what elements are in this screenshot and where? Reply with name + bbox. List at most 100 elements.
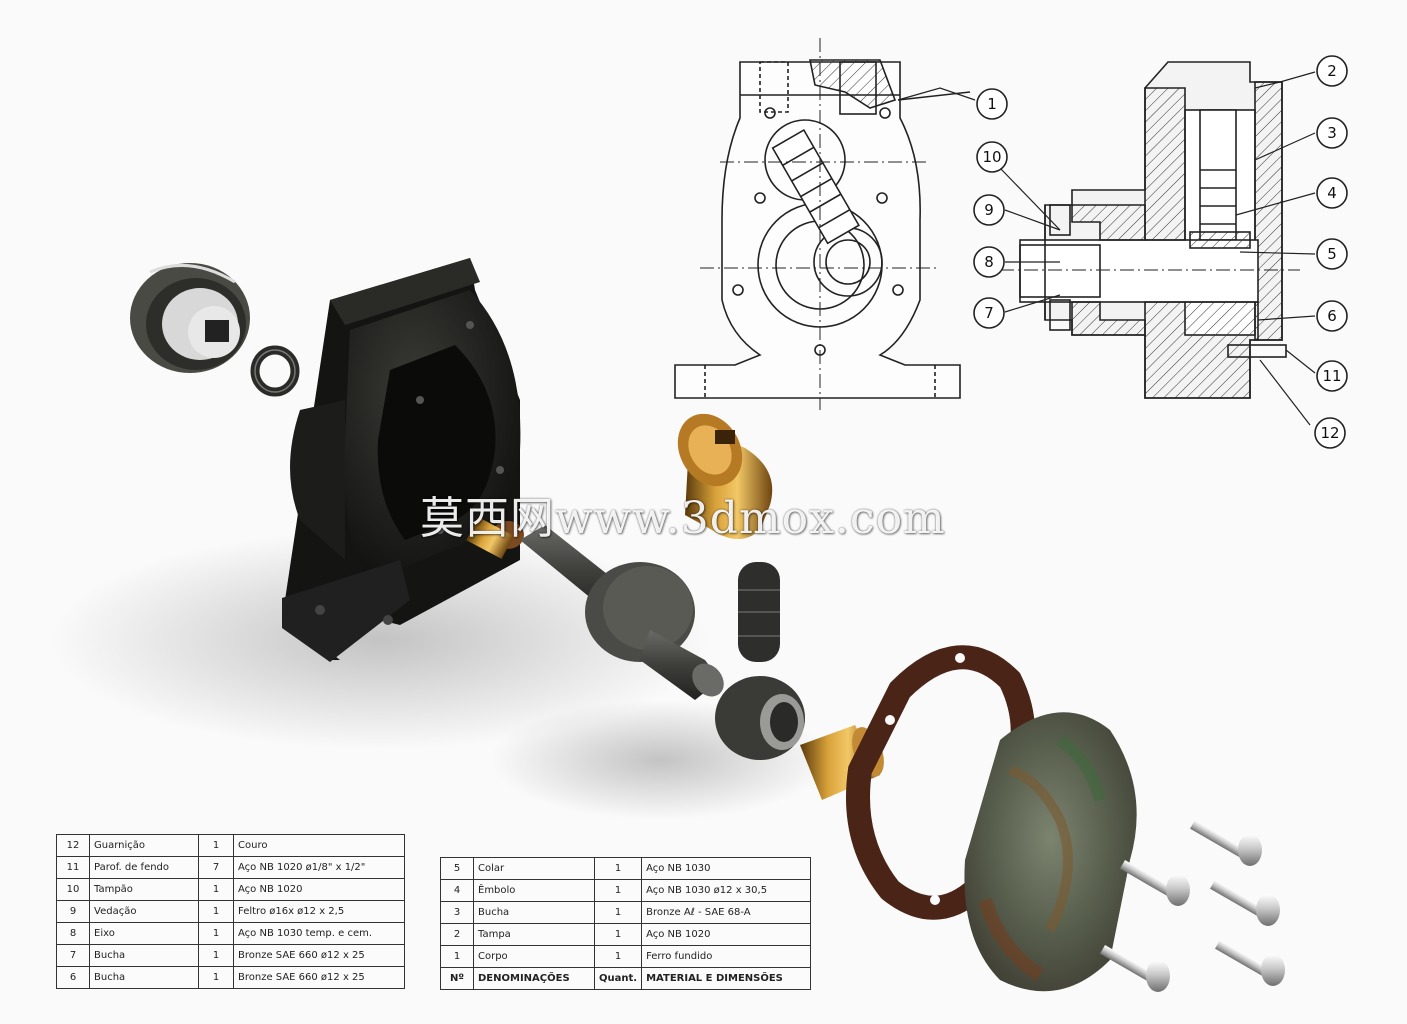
cell-qty: 1 [593,923,643,946]
svg-text:2: 2 [1327,62,1337,80]
collar [715,676,805,760]
cell-name: Eixo [89,922,199,945]
pump-body [282,258,521,662]
cell-no: 3 [440,901,474,924]
seal-ring [250,345,300,397]
callout-4: 4 [1316,177,1348,209]
cell-material: Aço NB 1030 [641,857,812,880]
piston [738,562,780,662]
cell-name: Êmbolo [473,879,595,902]
side-section-view [1000,61,1300,399]
cell-no: 2 [440,923,474,946]
svg-text:9: 9 [984,201,994,219]
callout-9: 9 [973,194,1005,226]
cell-name: Corpo [473,945,595,968]
callout-12: 12 [1314,417,1346,449]
cell-qty: 7 [198,856,234,879]
callout-5: 5 [1316,238,1348,270]
screw-1 [1190,820,1262,866]
cell-name: Vedação [89,900,199,923]
cell-qty: 1 [198,922,234,945]
svg-text:8: 8 [984,253,994,271]
shaft-crank [520,525,724,700]
cell-no: 5 [440,857,474,880]
bushing-large [677,413,773,539]
cell-name: Bucha [89,944,199,967]
cell-material: Feltro ø16x ø12 x 2,5 [233,900,405,923]
callout-3: 3 [1316,117,1348,149]
cell-no: 11 [56,856,90,879]
cell-no: 7 [56,944,90,967]
callout-1: 1 [976,88,1008,120]
svg-text:12: 12 [1320,424,1339,442]
cell-material: Aço NB 1030 ø12 x 30,5 [641,879,812,902]
screw-5 [1215,940,1285,986]
cell-qty: 1 [593,945,643,968]
cell-material: Aço NB 1020 ø1/8" x 1/2" [233,856,405,879]
cell-material: Ferro fundido [641,945,812,968]
svg-text:3: 3 [1327,124,1337,142]
svg-text:1: 1 [987,95,997,113]
cell-no: 12 [56,834,90,857]
svg-text:7: 7 [984,304,994,322]
callout-2: 2 [1316,55,1348,87]
cell-name: Bucha [89,966,199,989]
svg-text:10: 10 [982,148,1001,166]
cell-material: Aço NB 1020 [641,923,812,946]
cell-qty: 1 [198,944,234,967]
callout-7: 7 [973,297,1005,329]
cell-qty: 1 [593,857,643,880]
cell-material: Bronze SAE 660 ø12 x 25 [233,966,405,989]
cell-name: DENOMINAÇÕES [473,967,595,990]
svg-text:4: 4 [1327,184,1337,202]
callout-8: 8 [973,246,1005,278]
callout-6: 6 [1316,300,1348,332]
cell-name: Tampão [89,878,199,901]
screw-2 [1120,859,1190,906]
cell-no: 1 [440,945,474,968]
cell-material: Bronze Aℓ - SAE 68-A [641,901,812,924]
cell-no: 8 [56,922,90,945]
body-shadow [50,530,710,750]
cell-no: 10 [56,878,90,901]
bushing-small [466,517,524,559]
cell-name: Guarnição [89,834,199,857]
cell-material: Bronze SAE 660 ø12 x 25 [233,944,405,967]
cell-name: Colar [473,857,595,880]
cell-name: Tampa [473,923,595,946]
cell-qty: 1 [198,878,234,901]
cell-name: Parof. de fendo [89,856,199,879]
callout-11: 11 [1316,360,1348,392]
cell-qty: 1 [593,901,643,924]
screw-4 [1100,945,1170,992]
callouts: 1 2 3 4 5 6 7 8 9 10 11 12 [973,55,1348,449]
plug-part [130,263,250,373]
cell-name: Bucha [473,901,595,924]
cell-no: 6 [56,966,90,989]
cell-no: Nº [440,967,474,990]
svg-text:11: 11 [1322,367,1341,385]
callout-10: 10 [976,141,1008,173]
cell-material: Aço NB 1030 temp. e cem. [233,922,405,945]
screws [1100,820,1285,992]
cell-material: Aço NB 1020 [233,878,405,901]
screw-3 [1210,880,1280,926]
callout-leaders [897,71,1316,426]
svg-text:6: 6 [1327,307,1337,325]
